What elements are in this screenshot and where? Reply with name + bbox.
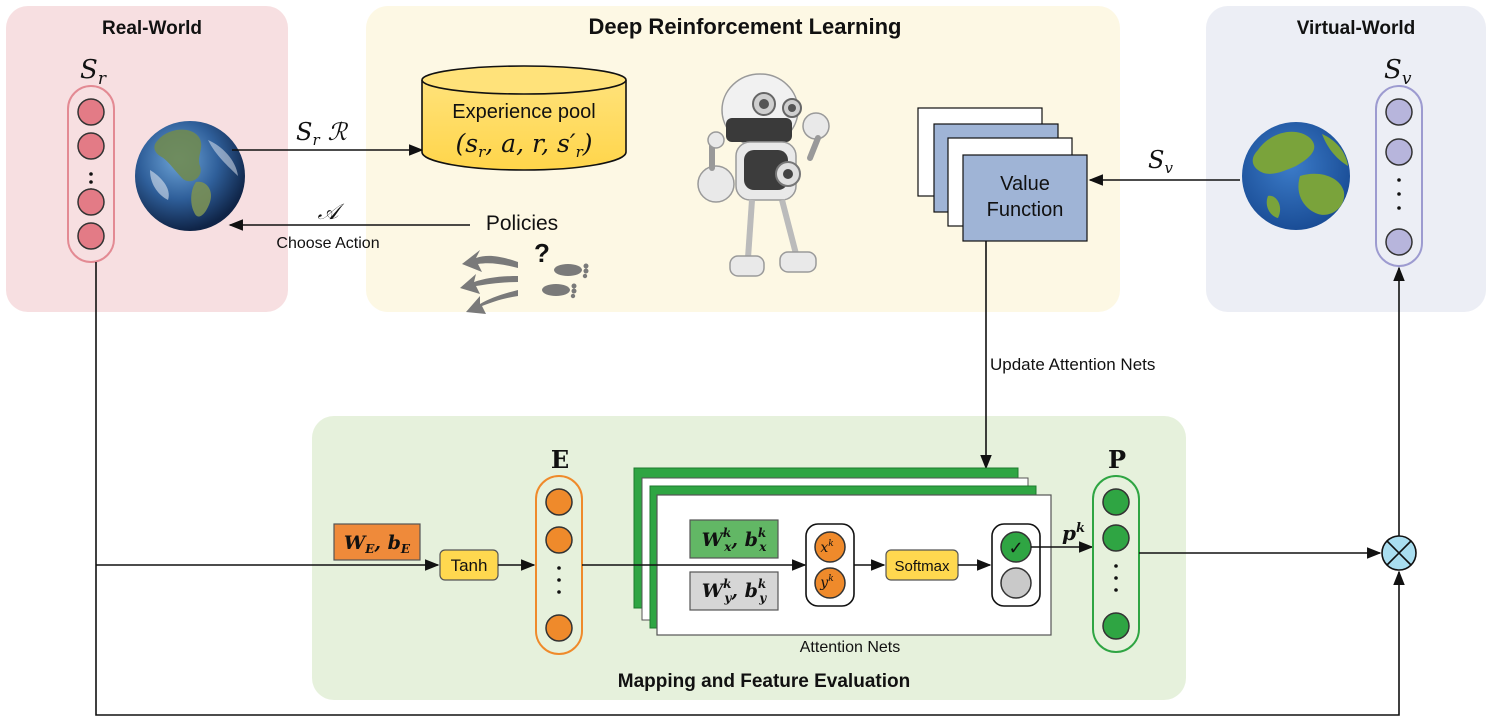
mapping-title: Mapping and Feature Evaluation [618,671,910,692]
vector-dot [1114,564,1118,568]
attention-nets-label: Attention Nets [800,639,901,656]
yk-label: yk [819,574,833,591]
experience-tuple: (sr, a, r, s′r) [456,129,593,161]
vector-dot [557,590,561,594]
direction-arrows-icon [460,250,518,314]
p-vector-nodes [1102,488,1130,640]
sr-vector-label: Sr [80,55,107,89]
sv-vector-label: Sv [1384,55,1412,89]
pk-label: pk [1062,521,1085,545]
vector-node [77,98,105,126]
vector-node [77,188,105,216]
virtual-world-title: Virtual-World [1297,18,1416,39]
yk-node [814,567,846,599]
sr-vector-nodes [77,98,105,250]
vector-node [545,526,573,554]
vector-dot [89,180,93,184]
vector-node [1102,612,1130,640]
e-vector-label: E [551,445,569,474]
p-vector [1092,475,1140,653]
vector-dot [1397,192,1401,196]
vector-node [1102,524,1130,552]
vector-node [1385,138,1413,166]
xk-label: xk [820,539,833,556]
policies-label: Policies [486,212,558,235]
line-sr-down [95,262,1405,716]
vector-dot [1397,178,1401,182]
value-function-stack: Value Function [917,107,1088,242]
vector-node [1385,228,1413,256]
sv-vector-nodes [1385,98,1413,256]
vector-node [545,488,573,516]
unselected-node [1000,567,1032,599]
we-be-box [333,523,421,561]
update-attention-label: Update Attention Nets [990,355,1155,374]
vector-dot [89,172,93,176]
vector-node [545,614,573,642]
sr-vector [67,85,115,263]
vector-dot [557,566,561,570]
value-function-line2: Function [987,199,1064,221]
real-world-title: Real-World [102,18,202,39]
wx-bx-box [689,519,779,559]
question-mark-icon: ? [534,238,550,268]
multiply-icon [1381,535,1417,571]
vector-dot [1114,588,1118,592]
virtual-earth-icon [1242,122,1350,230]
check-icon: ✓ [1008,538,1023,558]
vector-node [77,222,105,250]
drl-title: Deep Reinforcement Learning [589,14,902,39]
experience-pool: Experience pool (sr, a, r, s′r) [421,65,627,171]
sv-edge-label: Sv [1148,146,1173,177]
vector-node [77,132,105,160]
e-vector-nodes [545,488,573,642]
tanh-label: Tanh [451,556,488,575]
we-be-label: WE, bE [344,532,411,556]
softmax-label: Softmax [894,558,950,575]
sv-vector [1375,85,1423,267]
value-function-box [962,154,1088,242]
wy-by-box [689,571,779,611]
choose-action-label: Choose Action [276,235,379,252]
vector-node [1102,488,1130,516]
vector-node [1385,98,1413,126]
xk-node [814,531,846,563]
experience-pool-label: Experience pool [452,101,595,123]
p-vector-label: P [1108,445,1126,474]
real-earth-icon [135,121,245,231]
vector-dot [557,578,561,582]
footprints-icon [542,263,589,299]
value-function-line1: Value [1000,173,1050,195]
robot-agent-icon [697,73,830,277]
action-symbol: 𝒜 [318,200,345,225]
vector-dot [1397,206,1401,210]
vector-dot [1114,576,1118,580]
